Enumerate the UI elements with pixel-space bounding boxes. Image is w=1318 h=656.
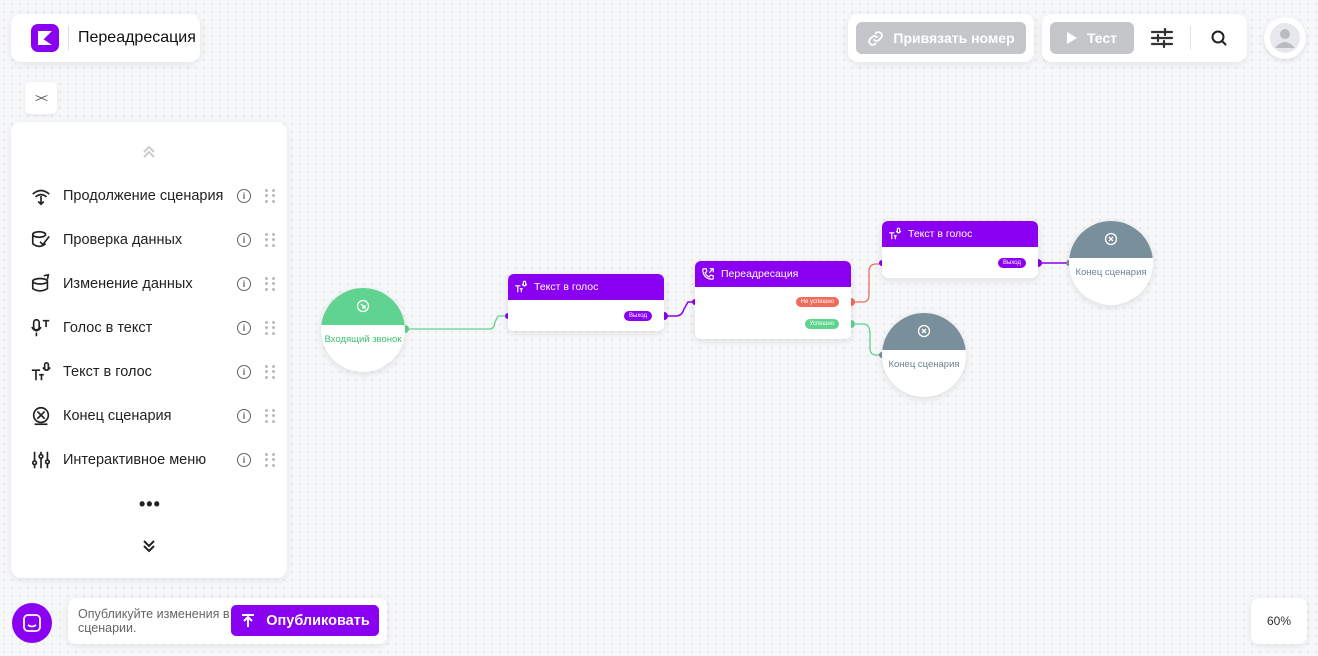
drag-handle-icon[interactable] bbox=[265, 233, 275, 247]
end-scenario-icon bbox=[1104, 233, 1118, 246]
sidebar-item-check-data[interactable]: Проверка данных i bbox=[29, 222, 279, 258]
test-button[interactable]: Тест bbox=[1050, 22, 1134, 54]
title-card: Переадресация bbox=[11, 14, 200, 62]
double-chevron-up-icon[interactable] bbox=[139, 142, 159, 162]
drag-handle-icon[interactable] bbox=[265, 365, 275, 379]
sidebar-item-label: Голос в текст bbox=[63, 320, 153, 336]
sidebar-item-end-scenario[interactable]: Конец сценария i bbox=[29, 398, 279, 434]
fail-port-badge: Не успешно bbox=[795, 297, 839, 307]
link-number-label: Привязать номер bbox=[893, 30, 1015, 46]
sidebar-item-label: Продолжение сценария bbox=[63, 188, 224, 204]
sidebar-item-voice-to-text[interactable]: Голос в текст i bbox=[29, 310, 279, 346]
sidebar-item-label: Текст в голос bbox=[63, 364, 152, 380]
sidebar-item-label: Изменение данных bbox=[63, 276, 193, 292]
phone-forward-icon bbox=[702, 268, 714, 280]
tools-card: Тест bbox=[1042, 14, 1247, 62]
node-label: Конец сценария bbox=[888, 359, 960, 370]
user-avatar[interactable] bbox=[1264, 17, 1306, 59]
info-icon[interactable]: i bbox=[237, 409, 251, 423]
chat-icon bbox=[23, 614, 41, 632]
info-icon[interactable]: i bbox=[237, 277, 251, 291]
voice-to-text-icon bbox=[29, 316, 53, 340]
node-title: Текст в голос bbox=[534, 281, 599, 293]
double-chevron-down-icon[interactable] bbox=[139, 536, 159, 556]
publish-card: Опубликуйте изменения в сценарии. Опубли… bbox=[68, 598, 387, 644]
sidebar-item-label: Конец сценария bbox=[63, 408, 172, 424]
node-redirect[interactable]: Переадресация Не успешно Успешно bbox=[695, 261, 851, 339]
interactive-menu-icon bbox=[29, 448, 53, 472]
support-chat-button[interactable] bbox=[12, 603, 52, 643]
info-icon[interactable]: i bbox=[237, 189, 251, 203]
end-scenario-icon bbox=[29, 404, 53, 428]
node-header: Текст в голос bbox=[508, 274, 664, 300]
wire-start-to-tts bbox=[405, 315, 508, 330]
link-icon bbox=[868, 30, 884, 46]
continue-scenario-icon bbox=[29, 184, 53, 208]
sidebar-item-text-to-voice[interactable]: Текст в голос i bbox=[29, 354, 279, 390]
test-label: Тест bbox=[1086, 30, 1118, 46]
node-header: Переадресация bbox=[695, 261, 851, 287]
more-blocks-button[interactable]: ••• bbox=[139, 494, 161, 514]
blocks-sidebar: Продолжение сценария i Проверка данных i… bbox=[11, 122, 287, 578]
node-end-scenario-2[interactable]: Конец сценария bbox=[882, 313, 966, 397]
node-header: Текст в голос bbox=[882, 221, 1038, 247]
wire-tts-to-redirect bbox=[664, 301, 695, 317]
upload-icon bbox=[242, 613, 255, 627]
app-logo[interactable] bbox=[31, 24, 59, 52]
user-icon bbox=[1270, 23, 1300, 53]
node-title: Переадресация bbox=[721, 268, 799, 280]
info-icon[interactable]: i bbox=[237, 321, 251, 335]
node-incoming-call[interactable]: Входящий звонок bbox=[321, 288, 405, 372]
drag-handle-icon[interactable] bbox=[265, 453, 275, 467]
change-data-icon bbox=[29, 272, 53, 296]
collapse-sidebar-button[interactable]: >< bbox=[25, 82, 57, 114]
publish-hint: Опубликуйте изменения в сценарии. bbox=[78, 607, 230, 635]
node-end-scenario-1[interactable]: Конец сценария bbox=[1069, 221, 1153, 305]
link-number-card: Привязать номер bbox=[848, 14, 1034, 62]
drag-handle-icon[interactable] bbox=[265, 409, 275, 423]
node-label: Конец сценария bbox=[1075, 267, 1147, 278]
info-icon[interactable]: i bbox=[237, 233, 251, 247]
title-divider bbox=[68, 26, 69, 50]
collapse-icon: >< bbox=[34, 91, 48, 105]
node-title: Текст в голос bbox=[908, 228, 973, 240]
link-number-button[interactable]: Привязать номер bbox=[856, 22, 1026, 54]
node-cap bbox=[1069, 221, 1153, 258]
node-label: Входящий звонок bbox=[324, 334, 402, 345]
node-cap bbox=[882, 313, 966, 350]
text-to-voice-icon bbox=[889, 227, 902, 240]
check-data-icon bbox=[29, 228, 53, 252]
play-icon bbox=[1066, 32, 1077, 44]
publish-label: Опубликовать bbox=[266, 612, 370, 629]
publish-button[interactable]: Опубликовать bbox=[231, 605, 379, 636]
sidebar-item-change-data[interactable]: Изменение данных i bbox=[29, 266, 279, 302]
zoom-indicator[interactable]: 60% bbox=[1251, 598, 1307, 644]
sidebar-item-interactive-menu[interactable]: Интерактивное меню i bbox=[29, 442, 279, 478]
text-to-voice-icon bbox=[29, 360, 53, 384]
text-to-voice-icon bbox=[515, 280, 528, 293]
scenario-title[interactable]: Переадресация bbox=[78, 29, 196, 46]
tools-divider bbox=[1190, 26, 1191, 50]
output-port-badge: Выход bbox=[624, 311, 652, 321]
wire-success-to-end2 bbox=[851, 323, 882, 356]
success-port-badge: Успешно bbox=[804, 319, 839, 329]
sidebar-item-continue-scenario[interactable]: Продолжение сценария i bbox=[29, 178, 279, 214]
info-icon[interactable]: i bbox=[237, 365, 251, 379]
search-icon[interactable] bbox=[1210, 29, 1228, 47]
wire-fail-to-tts2 bbox=[851, 263, 882, 303]
sidebar-item-label: Интерактивное меню bbox=[63, 452, 207, 468]
info-icon[interactable]: i bbox=[237, 453, 251, 467]
node-text-to-voice-2[interactable]: Текст в голос Выход bbox=[882, 221, 1038, 278]
phone-incoming-icon bbox=[356, 300, 370, 313]
drag-handle-icon[interactable] bbox=[265, 189, 275, 203]
sidebar-item-label: Проверка данных bbox=[63, 232, 183, 248]
node-text-to-voice-1[interactable]: Текст в голос Выход bbox=[508, 274, 664, 331]
output-port-badge: Выход bbox=[998, 258, 1026, 268]
drag-handle-icon[interactable] bbox=[265, 277, 275, 291]
end-scenario-icon bbox=[917, 325, 931, 338]
sliders-icon[interactable] bbox=[1150, 28, 1174, 48]
node-cap bbox=[321, 288, 405, 325]
drag-handle-icon[interactable] bbox=[265, 321, 275, 335]
